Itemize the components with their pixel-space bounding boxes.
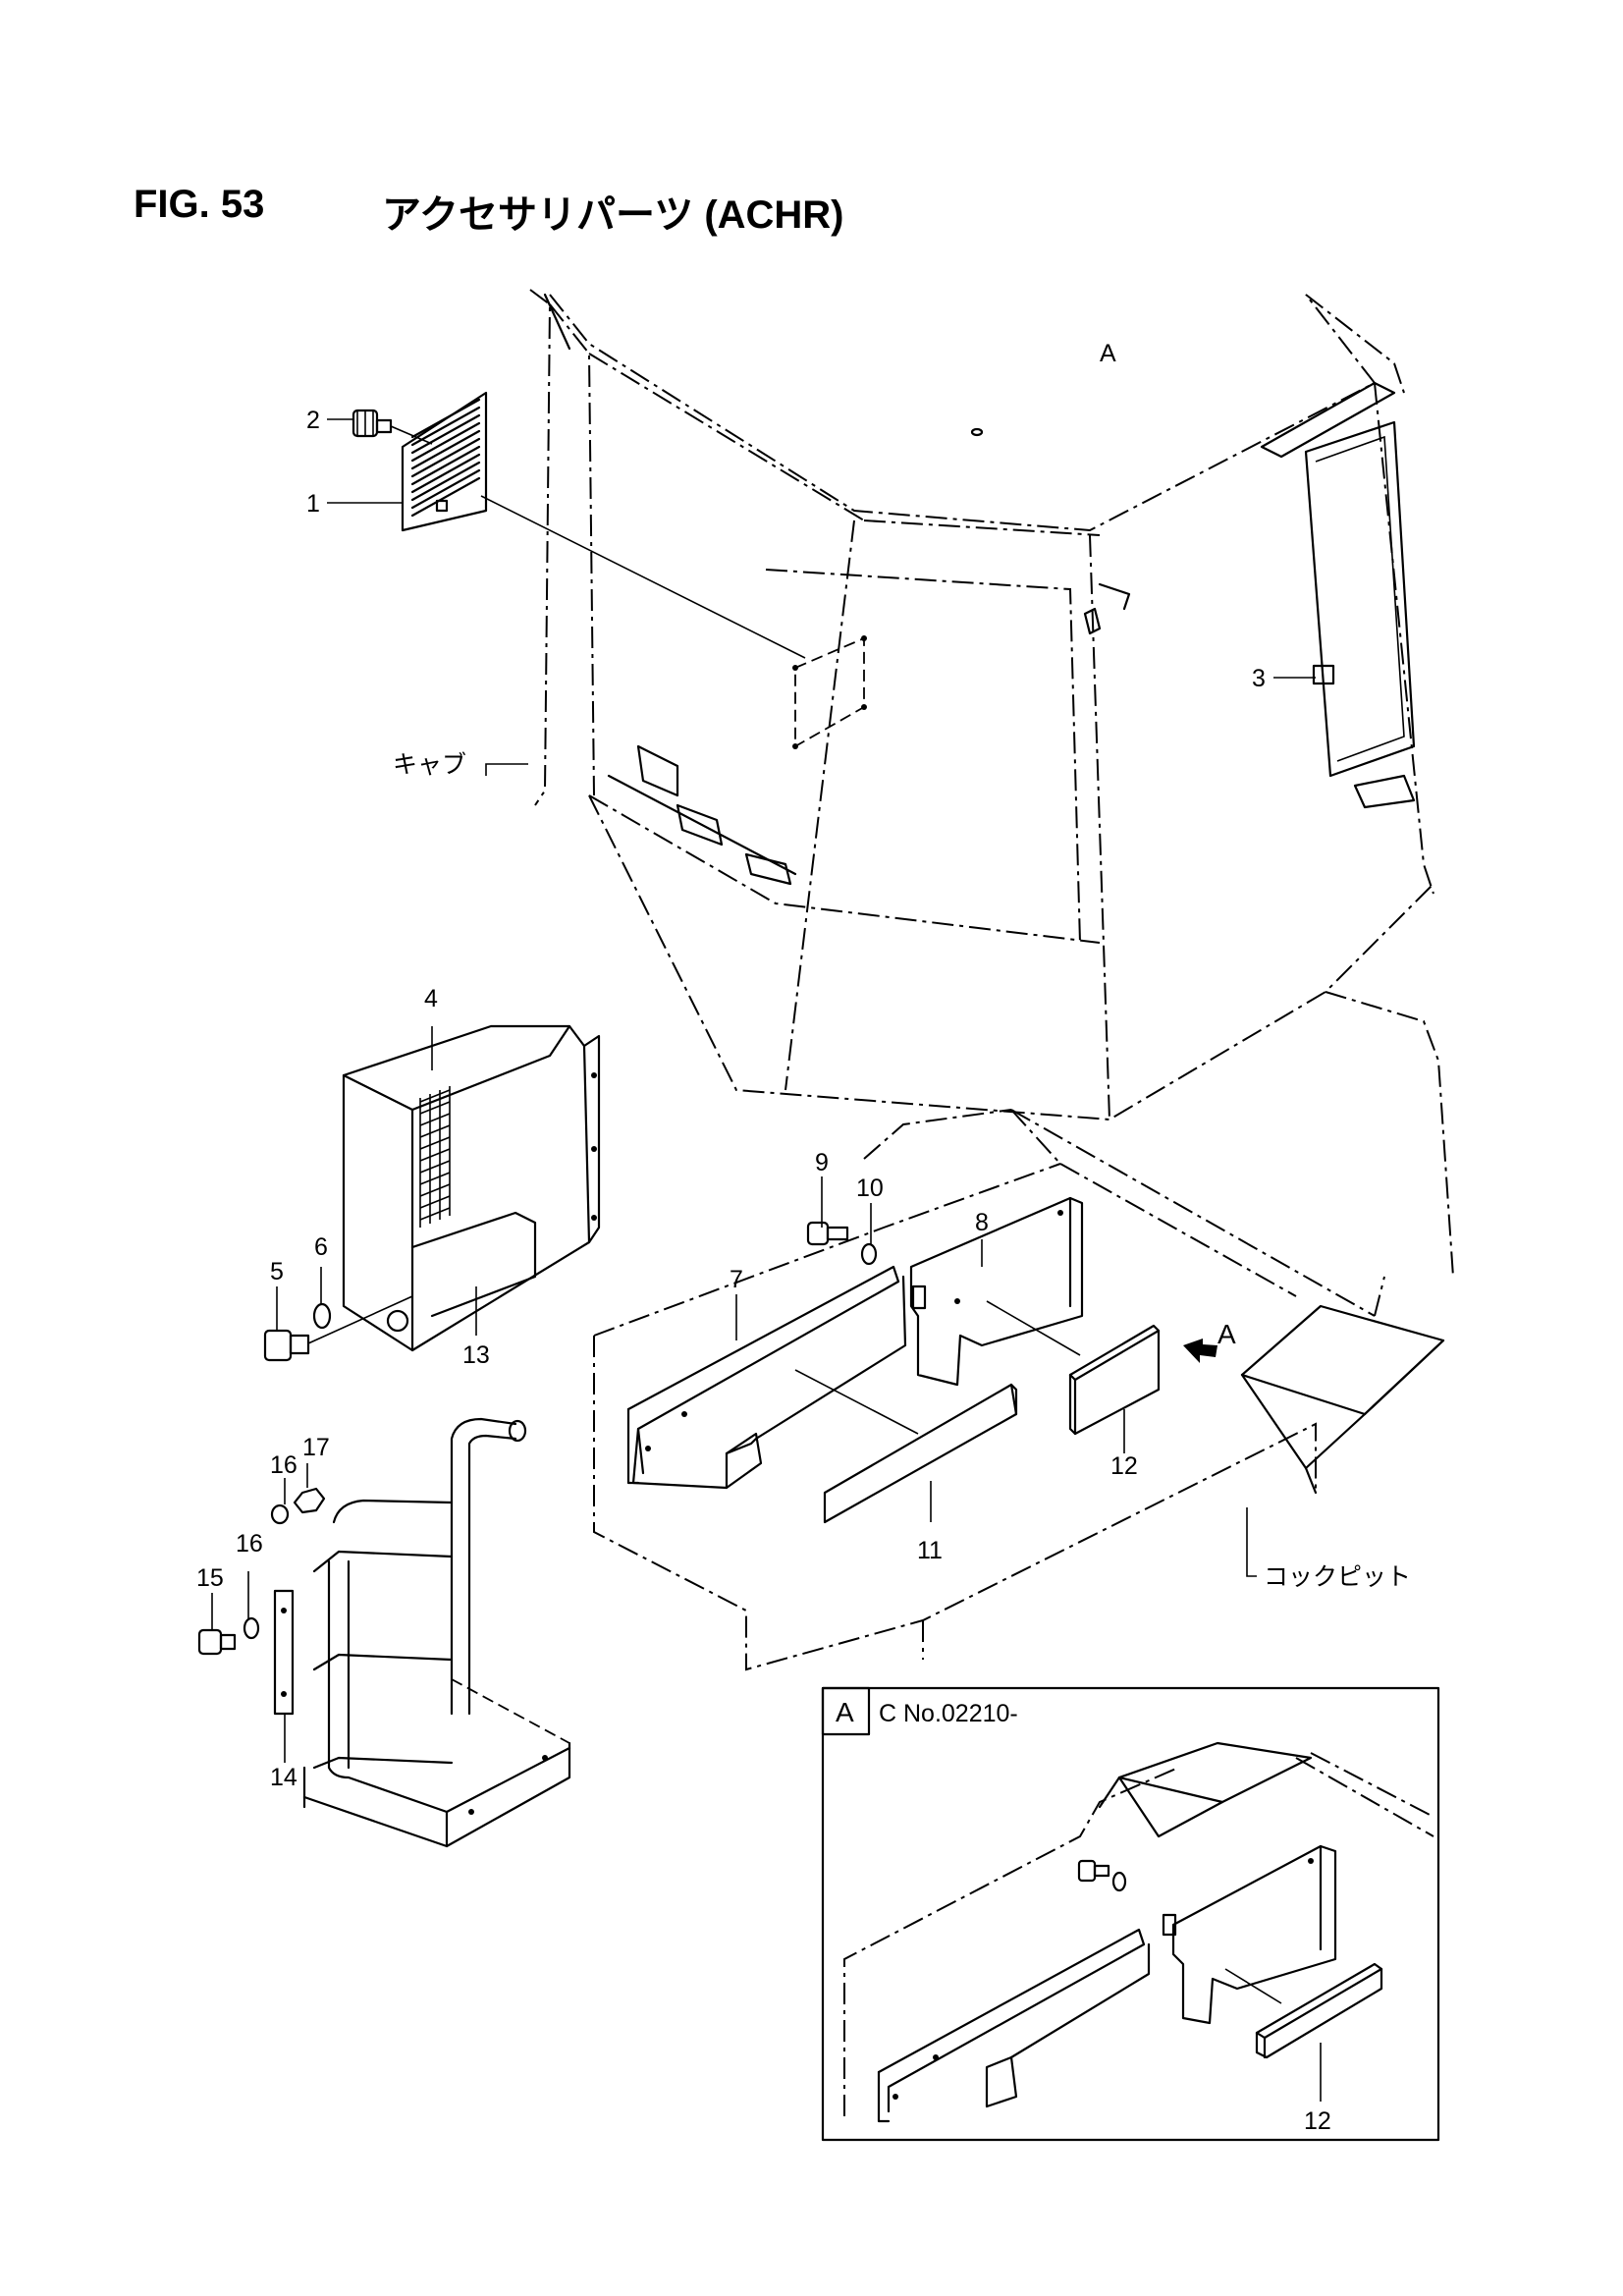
mesh-line (419, 1160, 451, 1174)
mesh-line (419, 1124, 451, 1138)
part-9-bolt (806, 1221, 849, 1246)
mesh-line (419, 1101, 451, 1115)
mesh-line (419, 1089, 451, 1103)
mesh-line (419, 1148, 451, 1162)
part-12-block (986, 1300, 1161, 1436)
part-6-washer (312, 1302, 332, 1330)
callout-16-upper: 16 (270, 1451, 298, 1479)
grille-slot (410, 476, 481, 518)
grille-slot (410, 429, 481, 470)
callout-4: 4 (424, 985, 438, 1012)
part-10-washer (860, 1242, 878, 1266)
part-1-vent-grille (401, 391, 806, 659)
part-17-nut (293, 1487, 326, 1514)
part-11-block (794, 1369, 1018, 1524)
callout-12: 12 (1110, 1452, 1138, 1480)
callout-10: 10 (856, 1175, 884, 1202)
cab-label: キャブ (393, 751, 466, 779)
detail-view-a: A C No.02210- 12 (821, 1686, 1440, 2142)
grille-slot (410, 413, 481, 455)
part-8-side-panel (909, 1196, 1084, 1387)
grille-slot (410, 437, 481, 478)
mesh-line (419, 1172, 451, 1185)
callout-11: 11 (917, 1537, 943, 1564)
figure-number: FIG. 53 (134, 183, 265, 226)
callout-14: 14 (270, 1764, 298, 1791)
grille-slot (410, 406, 481, 447)
cockpit-assembly (593, 991, 1454, 1671)
grille-slot (410, 461, 481, 502)
callout-16-lower: 16 (236, 1530, 263, 1558)
mesh-line (419, 1136, 451, 1150)
callout-3: 3 (1252, 665, 1266, 692)
mesh-line (419, 1113, 451, 1126)
callout-15: 15 (196, 1564, 224, 1592)
callout-13: 13 (462, 1341, 490, 1369)
part-5-bolt (263, 1295, 413, 1362)
callout-9: 9 (815, 1149, 829, 1176)
mesh-line (419, 1207, 451, 1221)
detail-view-serial: C No.02210- (879, 1700, 1018, 1727)
part-15-bolt (197, 1628, 237, 1656)
part-16-washer-lower (243, 1616, 260, 1640)
part-7-side-panel (626, 1265, 907, 1490)
callout-2: 2 (306, 407, 320, 434)
callout-7: 7 (730, 1266, 743, 1293)
grille-slot (410, 421, 481, 463)
part-2-knob (352, 409, 433, 445)
view-arrow-label: A (1217, 1319, 1236, 1349)
callout-12-inset: 12 (1304, 2107, 1331, 2135)
callout-5: 5 (270, 1258, 284, 1285)
part-4-side-cabinet (342, 1024, 601, 1352)
callout-17: 17 (302, 1434, 330, 1461)
cab-assembly: A (529, 289, 1434, 1121)
view-arrow-a: A (1183, 1319, 1236, 1363)
grille-slot (410, 445, 481, 486)
cab-roof-mark: A (1100, 340, 1116, 367)
mesh-line (419, 1183, 451, 1197)
detail-view-tag: A (836, 1697, 854, 1727)
callout-8: 8 (975, 1209, 989, 1236)
grille-slot (410, 453, 481, 494)
cockpit-label: コックピット (1264, 1563, 1411, 1591)
grille-slot (410, 398, 481, 439)
callout-1: 1 (306, 490, 320, 518)
part-14-handle-frame (273, 1417, 571, 1848)
part-16-washer-upper (270, 1503, 290, 1525)
callout-6: 6 (314, 1233, 328, 1261)
grille-slot (410, 468, 481, 510)
mesh-line (419, 1195, 451, 1209)
callout-leaders (211, 418, 1316, 1763)
figure-title: アクセサリパーツ (ACHR) (382, 193, 844, 237)
